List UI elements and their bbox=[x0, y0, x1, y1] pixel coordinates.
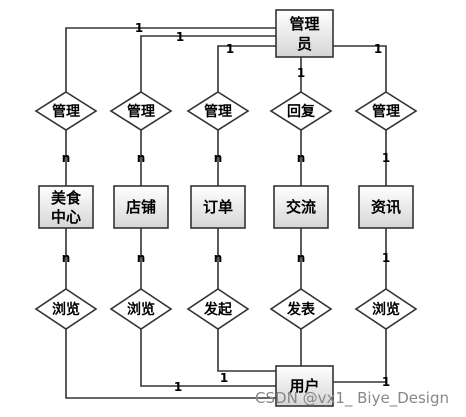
entity-food-label-1: 美食 bbox=[51, 189, 82, 207]
relation-manage-food: 管理 bbox=[34, 91, 98, 131]
relation-publish-label: 发表 bbox=[286, 301, 316, 318]
cardinality-labels: 1 1 1 1 1 n n n n 1 n n n n 1 1 1 1 bbox=[62, 21, 390, 394]
relation-manage-shop: 管理 bbox=[109, 91, 173, 131]
relation-browse-news-label: 浏览 bbox=[372, 301, 400, 318]
watermark: CSDN @vx1_ Biye_Design bbox=[255, 389, 449, 408]
entity-admin: 管理 员 bbox=[275, 9, 334, 58]
card-exchange-publish: n bbox=[297, 251, 306, 265]
entity-shop-label: 店铺 bbox=[126, 198, 156, 216]
relation-publish: 发表 bbox=[269, 288, 333, 330]
card-manage-news: 1 bbox=[382, 151, 390, 165]
card-news-browse: 1 bbox=[382, 251, 390, 265]
relation-browse-news: 浏览 bbox=[354, 288, 418, 330]
card-user-shop: 1 bbox=[174, 380, 182, 394]
entity-exchange-label: 交流 bbox=[286, 198, 316, 216]
relation-browse-food-label: 浏览 bbox=[52, 301, 80, 318]
relation-browse-food: 浏览 bbox=[34, 288, 98, 330]
card-admin-news: 1 bbox=[374, 42, 382, 56]
relation-manage-shop-label: 管理 bbox=[127, 103, 155, 120]
card-admin-food: 1 bbox=[135, 21, 143, 35]
line-admin-manage-food bbox=[65, 27, 276, 92]
entity-order: 订单 bbox=[190, 185, 246, 229]
card-user-order: 1 bbox=[220, 371, 228, 385]
card-reply-exchange: n bbox=[297, 151, 306, 165]
entity-food-label-2: 中心 bbox=[51, 208, 81, 226]
relation-manage-food-label: 管理 bbox=[52, 103, 80, 120]
entity-news: 资讯 bbox=[358, 185, 414, 229]
relation-initiate: 发起 bbox=[186, 288, 250, 330]
card-manage-food: n bbox=[62, 151, 71, 165]
relation-manage-news-label: 管理 bbox=[372, 103, 400, 120]
entity-admin-label-1: 管理 bbox=[289, 15, 319, 33]
entity-shop: 店铺 bbox=[113, 185, 169, 229]
relation-manage-news: 管理 bbox=[354, 91, 418, 131]
card-admin-order: 1 bbox=[226, 42, 234, 56]
line-admin-manage-shop bbox=[140, 35, 276, 92]
entity-news-label: 资讯 bbox=[371, 198, 401, 216]
card-shop-browse: n bbox=[137, 251, 146, 265]
line-browse-food-user bbox=[65, 329, 276, 399]
card-order-initiate: n bbox=[214, 251, 223, 265]
relation-reply: 回复 bbox=[269, 91, 333, 131]
line-browse-shop-user bbox=[140, 329, 276, 387]
entity-exchange: 交流 bbox=[273, 185, 329, 229]
entity-user: 用户 bbox=[275, 365, 334, 407]
relation-manage-order-label: 管理 bbox=[204, 103, 232, 120]
line-initiate-user bbox=[217, 329, 276, 372]
relation-reply-label: 回复 bbox=[287, 103, 316, 120]
card-food-browse: n bbox=[62, 251, 71, 265]
relation-browse-shop-label: 浏览 bbox=[127, 301, 155, 318]
relation-manage-order: 管理 bbox=[186, 91, 250, 131]
card-admin-shop: 1 bbox=[176, 30, 184, 44]
relation-initiate-label: 发起 bbox=[203, 301, 233, 318]
card-admin-reply: 1 bbox=[297, 66, 305, 80]
entity-admin-label-2: 员 bbox=[297, 35, 312, 53]
line-admin-manage-news bbox=[333, 45, 387, 92]
card-manage-shop: n bbox=[137, 151, 146, 165]
card-user-news: 1 bbox=[382, 375, 390, 389]
entity-food-center: 美食 中心 bbox=[38, 185, 94, 229]
line-browse-news-user bbox=[333, 329, 387, 383]
card-manage-order: n bbox=[214, 151, 223, 165]
connector-lines bbox=[65, 27, 387, 399]
entity-user-label: 用户 bbox=[289, 377, 319, 395]
line-admin-manage-order bbox=[217, 45, 276, 92]
entity-order-label: 订单 bbox=[203, 198, 233, 216]
relation-browse-shop: 浏览 bbox=[109, 288, 173, 330]
